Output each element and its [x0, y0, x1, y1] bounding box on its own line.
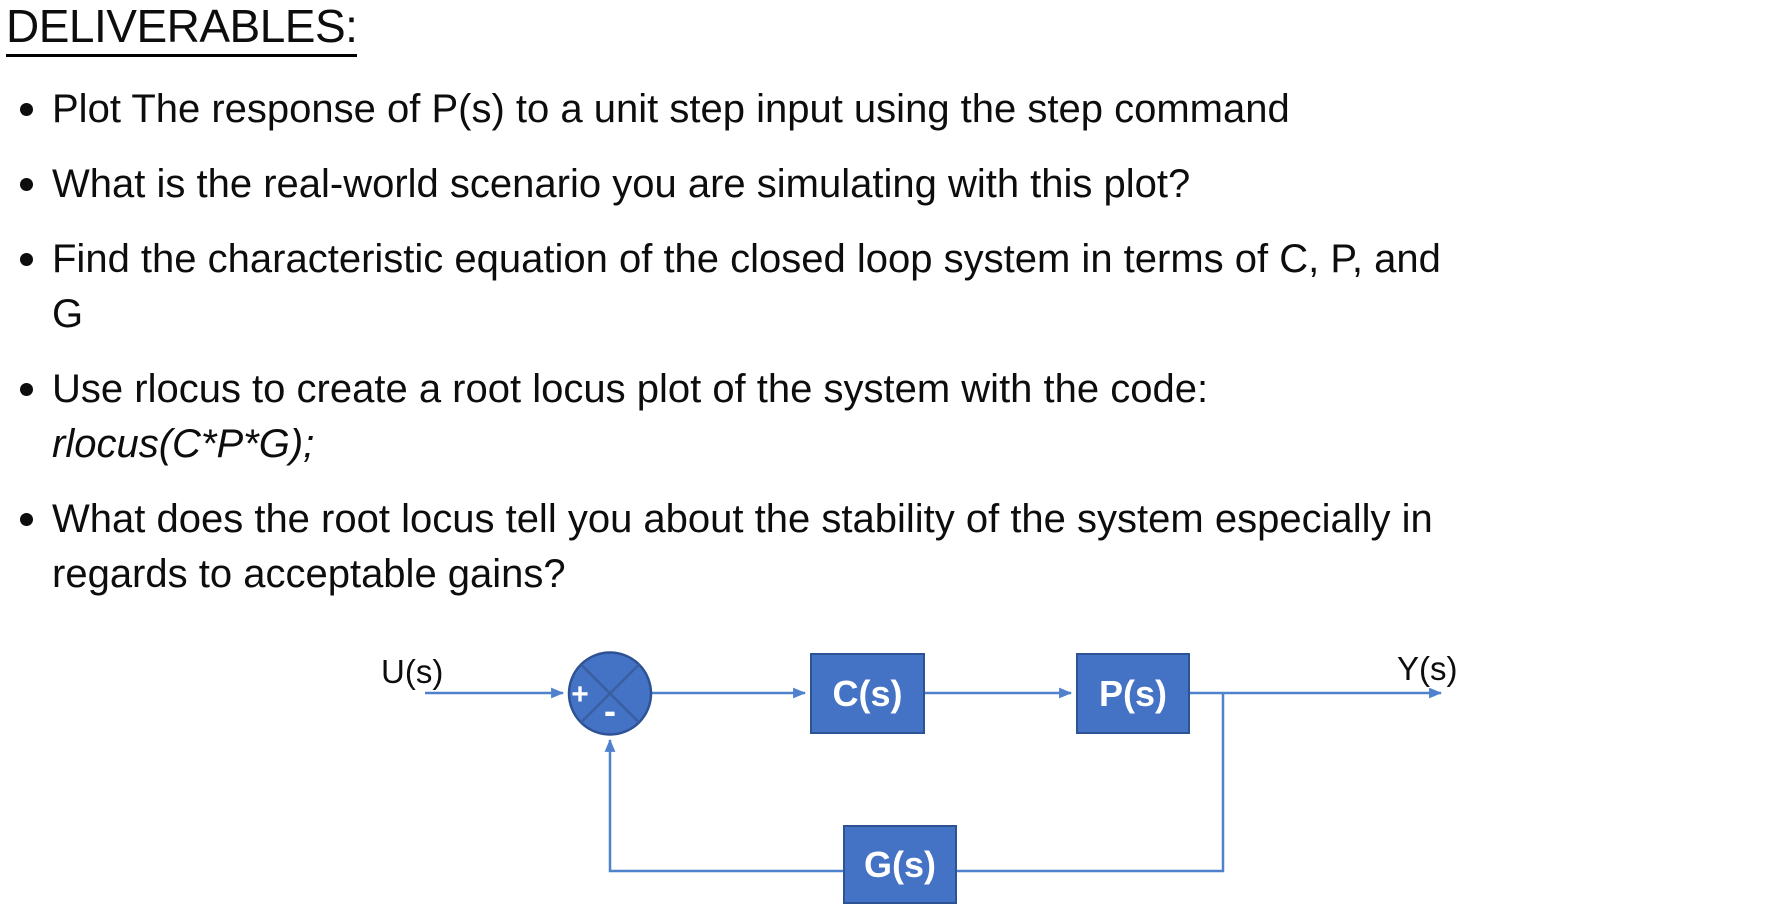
sum-minus-sign: -: [604, 690, 616, 731]
bullet-text: G: [52, 292, 84, 336]
bullet-list: Plot The response of P(s) to a unit step…: [0, 82, 1770, 622]
bullet-icon: [20, 103, 33, 116]
plant-block: P(s): [1076, 653, 1190, 734]
bullet-icon: [20, 383, 33, 396]
list-item: Find the characteristic equation of the …: [0, 232, 1770, 342]
bullet-text: What is the real-world scenario you are …: [52, 162, 1191, 206]
list-item: What is the real-world scenario you are …: [0, 157, 1770, 212]
code-text: rlocus(C*P*G);: [52, 422, 315, 466]
bullet-text: What does the root locus tell you about …: [52, 497, 1433, 541]
feedback-block: G(s): [843, 825, 957, 904]
output-signal-label: Y(s): [1397, 650, 1458, 687]
sum-cross-line: [580, 663, 640, 724]
list-item: Use rlocus to create a root locus plot o…: [0, 362, 1770, 472]
sum-plus-sign: +: [571, 678, 589, 711]
controller-block: C(s): [810, 653, 925, 734]
list-item: Plot The response of P(s) to a unit step…: [0, 82, 1770, 137]
bullet-icon: [20, 253, 33, 266]
list-item: What does the root locus tell you about …: [0, 492, 1770, 602]
input-signal-label: U(s): [381, 653, 444, 690]
bullet-icon: [20, 513, 33, 526]
bullet-text: Plot The response of P(s) to a unit step…: [52, 87, 1290, 131]
bullet-text: Find the characteristic equation of the …: [52, 237, 1441, 281]
bullet-icon: [20, 178, 33, 191]
bullet-text: Use rlocus to create a root locus plot o…: [52, 367, 1209, 411]
page-title: DELIVERABLES:: [6, 0, 358, 57]
bullet-text: regards to acceptable gains?: [52, 552, 566, 596]
